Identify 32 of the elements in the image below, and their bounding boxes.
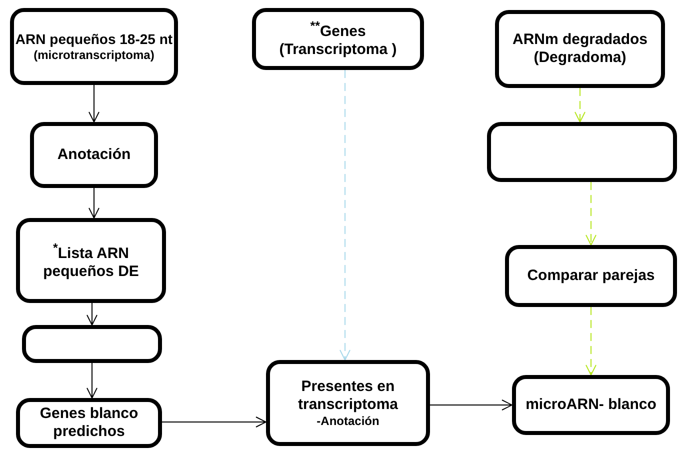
process-box (30, 122, 158, 188)
box-text: ARN pequeños 18-25 nt (15, 30, 173, 48)
box-text: microARN- blanco (526, 396, 656, 414)
box-text: Comparar parejas (527, 267, 655, 285)
box-text: $^{*}$Lista ARN pequeños DE (42, 240, 140, 280)
empty-box (487, 122, 677, 182)
process-box (505, 245, 677, 307)
arrow (586, 306, 596, 376)
arrow (586, 182, 596, 246)
arrow (340, 70, 350, 360)
process-box (16, 218, 166, 303)
arrow (88, 84, 100, 122)
box-note: -Anotación (316, 414, 380, 428)
arrow (574, 88, 586, 122)
box-text: ARNm degradados (Degradoma) (511, 31, 649, 67)
process-box (495, 10, 665, 88)
arrow (86, 302, 98, 326)
empty-box (22, 325, 162, 363)
process-box (512, 375, 670, 435)
process-box (10, 8, 178, 85)
box-text: Presentes en transcriptoma (296, 378, 400, 414)
arrow (162, 416, 266, 428)
box-text: $^{**}$Genes (Transcriptoma ) (278, 19, 398, 59)
box-text: Anotación (57, 146, 131, 164)
arrow (88, 188, 100, 218)
box-text: Genes blanco predichos (38, 405, 140, 441)
process-box (16, 398, 162, 448)
process-box (266, 360, 430, 446)
arrow (86, 362, 98, 398)
process-box (252, 8, 424, 70)
arrow (430, 400, 512, 410)
box-note: (microtranscriptoma) (34, 48, 154, 62)
